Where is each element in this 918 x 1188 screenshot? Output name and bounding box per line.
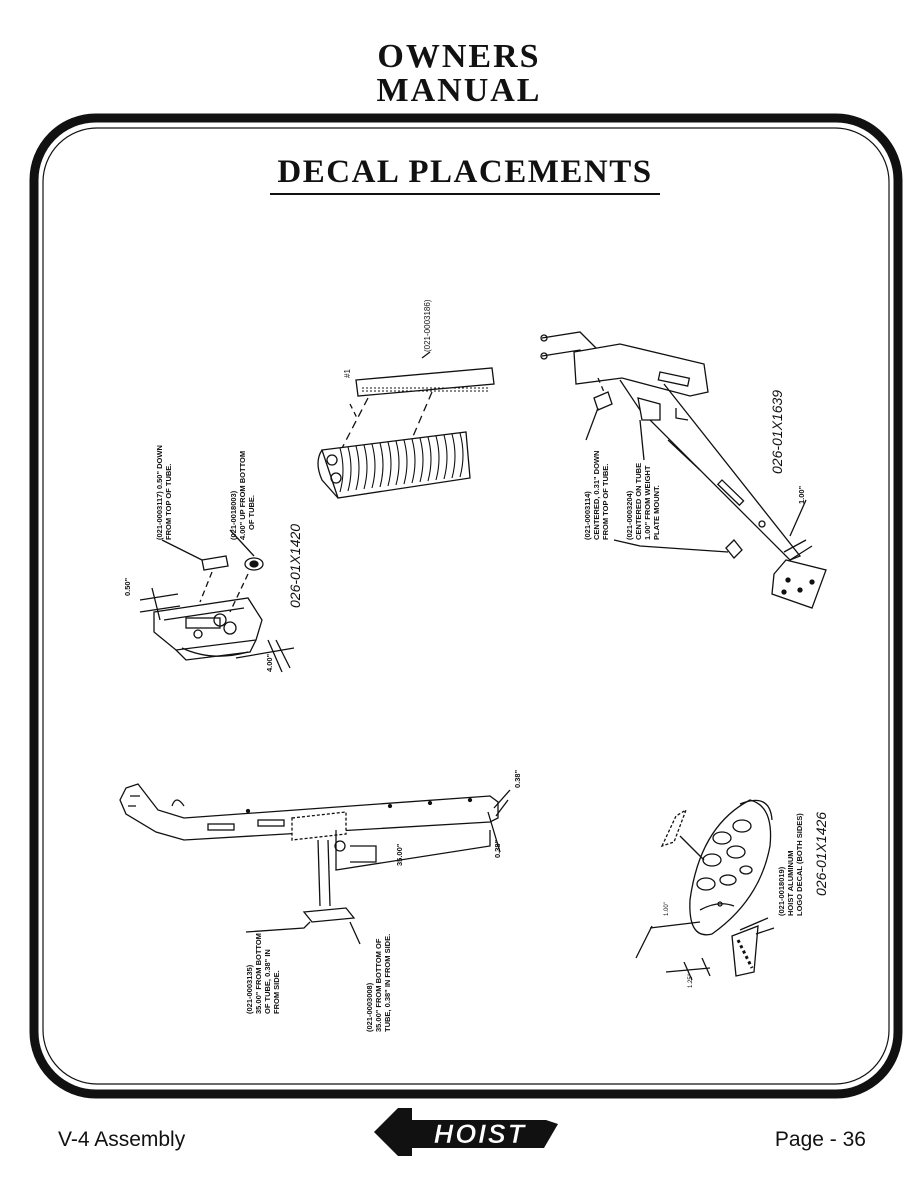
seat-callout-b-line3: OF TUBE. [247,495,256,530]
disc-callout-line3: LOGO DECAL (BOTH SIDES) [795,813,804,916]
base-callout-a-line2: 35.00" FROM BOTTOM [254,933,263,1014]
frame-callout-b-line2: CENTERED ON TUBE [634,463,643,540]
disc-callout-line1: (021-0018019) [777,866,786,916]
disc-callout-line2: HOIST ALUMINUM [786,850,795,916]
base-callout-a-line1: (021-0003135) [245,964,254,1014]
seat-callout-a-line1: (021-0003117) 0.50" DOWN [155,445,164,540]
frame-callout-a-line2: CENTERED, 0.31" DOWN [592,451,601,540]
frame-assembly-id: 026-01X1639 [769,390,785,474]
weight-stack-part-label: (021-0003186) [423,299,432,352]
header-line-1: OWNERS [377,38,541,75]
seat-callout-b-line1: (021-0018003) [229,490,238,540]
weight-stack-figure [317,351,495,499]
base-callout-a-line4: FROM SIDE. [272,970,281,1014]
base-assembly-figure [119,783,511,945]
weight-stack-labels: (021-0003186) #1 [343,299,432,378]
frame-callout-b-line1: (021-0003204) [625,490,634,540]
weight-stack-tag: #1 [343,369,352,378]
seat-dim-b: 4.00" [265,653,274,672]
base-callout-b-line1: (021-0003008) [365,982,374,1032]
frame-callout-a-line3: FROM TOP OF TUBE. [601,464,610,540]
seat-callout-b-line2: 4.00" UP FROM BOTTOM [238,451,247,540]
disc-assembly-id: 026-01X1426 [813,812,829,896]
header-line-2: MANUAL [376,72,542,109]
base-dim-a: 0.38" [513,769,522,788]
seat-assembly-labels: (021-0003117) 0.50" DOWN FROM TOP OF TUB… [123,445,303,672]
frame-assembly-labels: (021-0003114) CENTERED, 0.31" DOWN FROM … [583,390,806,540]
seat-assembly-figure [139,529,295,673]
footer-page-number: Page - 36 [774,1128,866,1151]
disc-assembly-figure [635,799,775,981]
seat-dim-a: 0.50" [123,577,132,596]
frame-dim: 1.00" [797,485,806,504]
frame-callout-b-line3: 1.00" FROM WEIGHT [643,465,652,540]
footer-section-label: V-4 Assembly [58,1128,186,1151]
frame-assembly-figure [540,331,827,609]
base-callout-b-line3: TUBE, 0.38" IN FROM SIDE. [383,934,392,1032]
seat-assembly-id: 026-01X1420 [287,524,303,608]
base-assembly-labels: (021-0003135) 35.00" FROM BOTTOM OF TUBE… [245,769,522,1032]
base-dim-c: 0.38" [493,839,502,858]
frame-callout-b-line4: PLATE MOUNT. [652,485,661,540]
base-callout-a-line3: OF TUBE, 0.38" IN [263,949,272,1014]
disc-assembly-labels: (021-0018019) HOIST ALUMINUM LOGO DECAL … [664,812,829,988]
section-title: DECAL PLACEMENTS [277,154,653,190]
hoist-logo-text: HOIST [434,1119,527,1149]
disc-dim-b: 1.25" [688,974,694,988]
hoist-logo: HOIST [374,1108,558,1156]
disc-dim-a: 1.00" [664,902,670,916]
base-dim-b: 35.00" [395,843,404,866]
frame-callout-a-line1: (021-0003114) [583,491,592,540]
seat-callout-a-line2: FROM TOP OF TUBE. [164,464,173,540]
base-callout-b-line2: 35.00" FROM BOTTOM OF [374,938,383,1032]
